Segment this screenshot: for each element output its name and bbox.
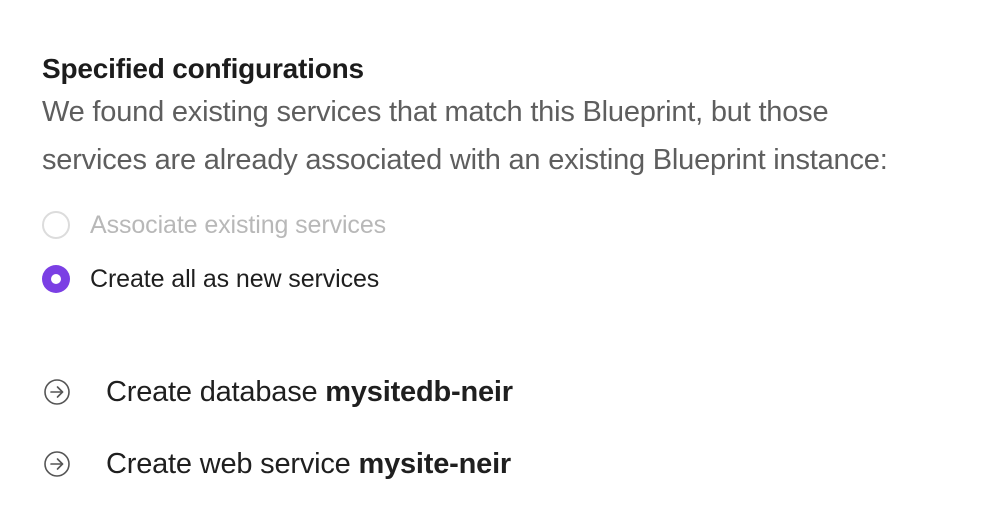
radio-associate-existing-services[interactable]: Associate existing services	[42, 205, 386, 245]
radio-unselected-icon[interactable]	[42, 211, 70, 239]
service-association-radio-group: Associate existing services Create all a…	[42, 205, 386, 313]
arrow-right-circle-icon	[44, 451, 70, 477]
action-item-create-database: Create database mysitedb-neir	[42, 370, 513, 414]
action-prefix: Create web service	[106, 447, 359, 480]
action-text: Create database mysitedb-neir	[106, 376, 513, 409]
action-prefix: Create database	[106, 375, 326, 408]
radio-create-all-as-new-services[interactable]: Create all as new services	[42, 259, 386, 299]
planned-actions-list: Create database mysitedb-neir Create web…	[42, 370, 513, 514]
section-description-line-1: We found existing services that match th…	[42, 96, 829, 128]
radio-label: Associate existing services	[90, 210, 387, 239]
database-name: mysitedb-neir	[325, 375, 513, 408]
web-service-name: mysite-neir	[358, 447, 512, 480]
section-title: Specified configurations	[42, 53, 364, 84]
action-item-create-web-service: Create web service mysite-neir	[42, 442, 513, 486]
action-text: Create web service mysite-neir	[106, 448, 511, 481]
specified-configurations-section: Specified configurations We found existi…	[42, 50, 992, 184]
radio-selected-icon[interactable]	[42, 265, 70, 293]
section-description-line-2: services are already associated with an …	[42, 144, 888, 176]
radio-label: Create all as new services	[90, 264, 380, 293]
arrow-right-circle-icon	[44, 379, 70, 405]
